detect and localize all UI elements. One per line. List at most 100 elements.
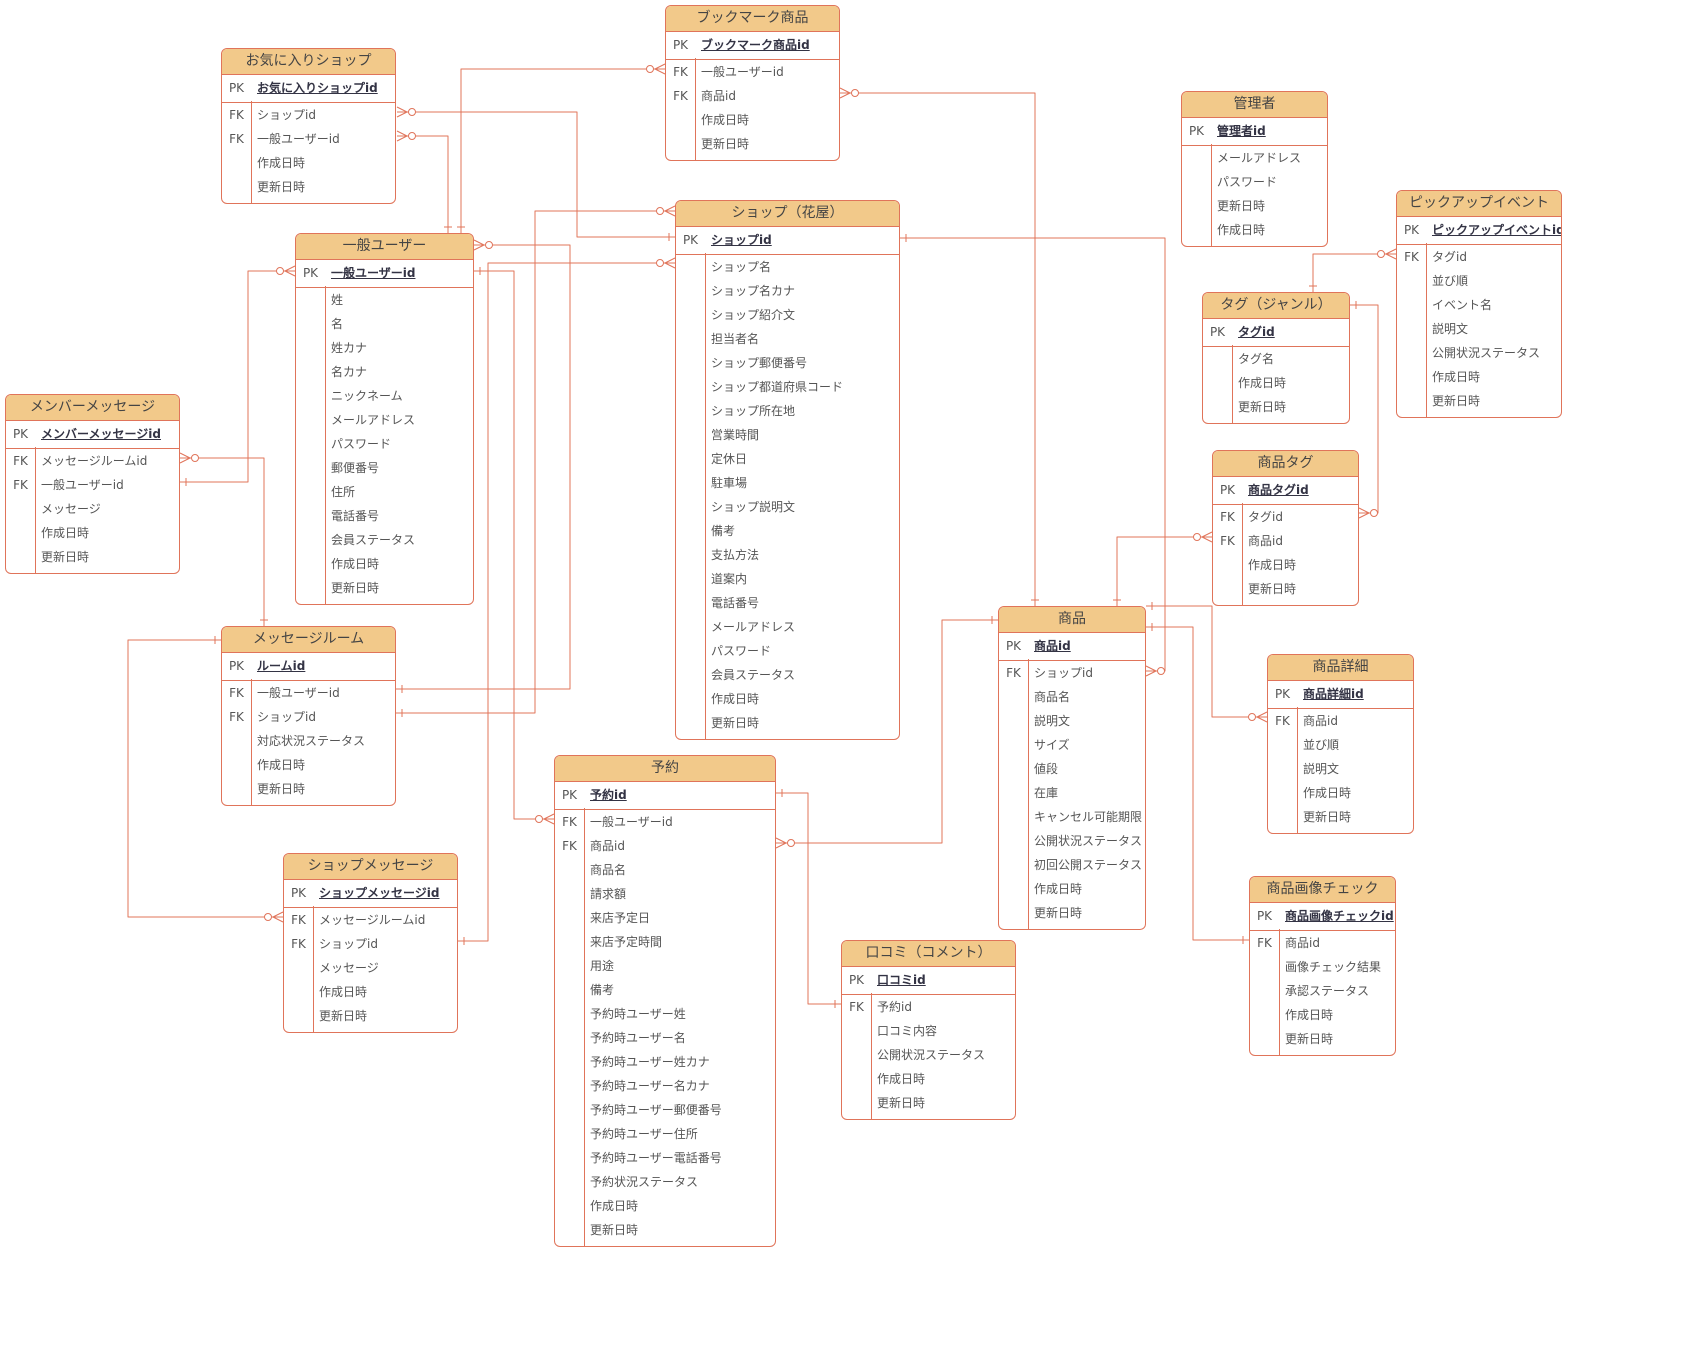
attribute-row[interactable]: 名 — [296, 312, 473, 336]
attribute-row[interactable]: 更新日時 — [676, 711, 899, 735]
attribute-row[interactable]: ショップ都道府県コード — [676, 375, 899, 399]
attribute-row[interactable]: 作成日時 — [1213, 553, 1358, 577]
attribute-row[interactable]: 在庫 — [999, 781, 1145, 805]
attribute-row[interactable]: 並び順 — [1397, 269, 1561, 293]
attribute-row[interactable]: 郵便番号 — [296, 456, 473, 480]
attribute-row[interactable]: 更新日時 — [222, 175, 395, 199]
attribute-row[interactable]: 更新日時 — [1268, 805, 1413, 829]
attribute-row[interactable]: 公開状況ステータス — [1397, 341, 1561, 365]
attribute-row[interactable]: 作成日時 — [6, 521, 179, 545]
attribute-row[interactable]: 対応状況ステータス — [222, 729, 395, 753]
attribute-row[interactable]: 説明文 — [999, 709, 1145, 733]
attribute-row[interactable]: ショップ所在地 — [676, 399, 899, 423]
attribute-row[interactable]: 更新日時 — [284, 1004, 457, 1028]
attribute-row[interactable]: 予約時ユーザー郵便番号 — [555, 1098, 775, 1122]
attribute-row[interactable]: 来店予定日 — [555, 906, 775, 930]
attribute-row[interactable]: 更新日時 — [222, 777, 395, 801]
attribute-row[interactable]: 値段 — [999, 757, 1145, 781]
attribute-row[interactable]: 姓 — [296, 288, 473, 312]
attribute-row[interactable]: 作成日時 — [666, 108, 839, 132]
attribute-row[interactable]: 予約時ユーザー名カナ — [555, 1074, 775, 1098]
attribute-row[interactable]: タグ名 — [1203, 347, 1349, 371]
attribute-row[interactable]: 作成日時 — [222, 151, 395, 175]
attribute-row[interactable]: メッセージ — [284, 956, 457, 980]
attribute-row[interactable]: 口コミ内容 — [842, 1019, 1015, 1043]
attribute-row[interactable]: 更新日時 — [1203, 395, 1349, 419]
attribute-row[interactable]: 作成日時 — [296, 552, 473, 576]
attribute-row[interactable]: 予約時ユーザー姓 — [555, 1002, 775, 1026]
attribute-row[interactable]: メールアドレス — [1182, 146, 1327, 170]
attribute-row[interactable]: 更新日時 — [555, 1218, 775, 1242]
attribute-row[interactable]: 姓カナ — [296, 336, 473, 360]
attribute-row[interactable]: 電話番号 — [296, 504, 473, 528]
attribute-row[interactable]: 予約状況ステータス — [555, 1170, 775, 1194]
attribute-row[interactable]: 電話番号 — [676, 591, 899, 615]
attribute-row[interactable]: ショップ郵便番号 — [676, 351, 899, 375]
attribute-row[interactable]: 画像チェック結果 — [1250, 955, 1395, 979]
attribute-row[interactable]: 会員ステータス — [676, 663, 899, 687]
attribute-row[interactable]: 説明文 — [1268, 757, 1413, 781]
attribute-row[interactable]: 名カナ — [296, 360, 473, 384]
attribute-row[interactable]: 作成日時 — [999, 877, 1145, 901]
attribute-row[interactable]: 作成日時 — [1268, 781, 1413, 805]
attribute-row[interactable]: 予約時ユーザー姓カナ — [555, 1050, 775, 1074]
attribute-row[interactable]: メッセージ — [6, 497, 179, 521]
attribute-row[interactable]: 住所 — [296, 480, 473, 504]
attribute-row[interactable]: 更新日時 — [666, 132, 839, 156]
attribute-row[interactable]: 作成日時 — [842, 1067, 1015, 1091]
attribute-row[interactable]: 商品名 — [999, 685, 1145, 709]
attribute-row[interactable]: ショップ説明文 — [676, 495, 899, 519]
attribute-row[interactable]: パスワード — [676, 639, 899, 663]
attribute-row[interactable]: 作成日時 — [1250, 1003, 1395, 1027]
attribute-row[interactable]: 説明文 — [1397, 317, 1561, 341]
attribute-row[interactable]: ショップ紹介文 — [676, 303, 899, 327]
attribute-row[interactable]: キャンセル可能期限 — [999, 805, 1145, 829]
attribute-row[interactable]: 更新日時 — [1250, 1027, 1395, 1051]
attribute-row[interactable]: ショップ名カナ — [676, 279, 899, 303]
attribute-row[interactable]: 支払方法 — [676, 543, 899, 567]
attribute-row[interactable]: 商品名 — [555, 858, 775, 882]
attribute-row[interactable]: 予約時ユーザー電話番号 — [555, 1146, 775, 1170]
attribute-row[interactable]: メールアドレス — [676, 615, 899, 639]
attribute-row[interactable]: パスワード — [296, 432, 473, 456]
attribute-row[interactable]: 駐車場 — [676, 471, 899, 495]
attribute-row[interactable]: 公開状況ステータス — [999, 829, 1145, 853]
attribute-row[interactable]: 公開状況ステータス — [842, 1043, 1015, 1067]
attribute-row[interactable]: 更新日時 — [6, 545, 179, 569]
